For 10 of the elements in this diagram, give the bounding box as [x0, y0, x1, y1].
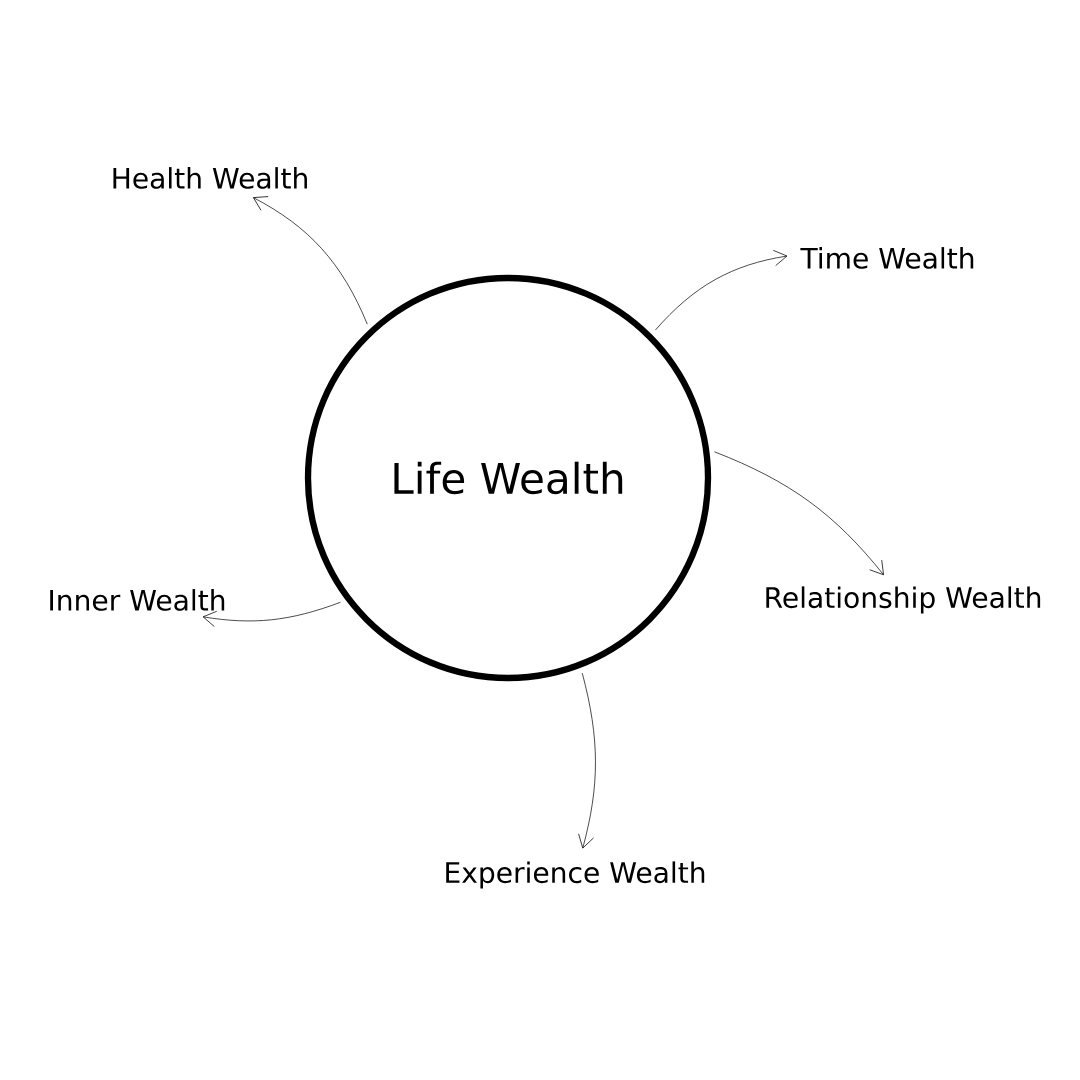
arrow [714, 451, 884, 576]
label: Health Wealth [113, 167, 307, 189]
label: Experience Wealth [446, 861, 705, 889]
label: Time Wealth [800, 247, 974, 269]
label: Relationship Wealth [766, 586, 1041, 614]
label: Inner Wealth [50, 589, 225, 611]
arrow [253, 196, 368, 325]
arrow [655, 250, 788, 331]
arrow [578, 672, 596, 849]
arrow [202, 601, 341, 627]
